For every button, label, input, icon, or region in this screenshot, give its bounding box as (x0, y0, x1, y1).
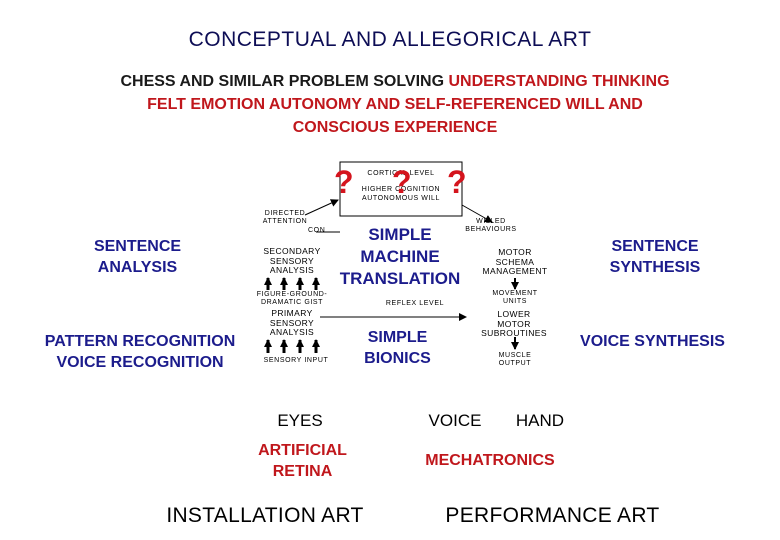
simple-bionics: SIMPLE BIONICS (340, 327, 455, 369)
voice-synthesis: VOICE SYNTHESIS (580, 333, 725, 350)
figure-ground-label: FIGURE-GROUND- DRAMATIC GIST (252, 291, 332, 307)
mechatronics-label: MECHATRONICS (425, 452, 555, 469)
directed-attention-arrow (304, 199, 339, 216)
simple-bionics-line-2: BIONICS (364, 350, 431, 367)
willed-behaviours-line-1: WILLED (476, 218, 506, 225)
secondary-sensory-analysis: SECONDARY SENSORY ANALYSIS (252, 246, 332, 276)
sentence-analysis-line-1: SENTENCE (93, 238, 182, 255)
willed-behaviours-arrow (461, 204, 493, 223)
sentence-synthesis-line-1: SENTENCE (611, 238, 699, 255)
cortical-level-box (339, 161, 463, 217)
directed-attention-line-2: ATTENTION (262, 218, 308, 225)
movement-units-line-1: MOVEMENT (492, 290, 538, 297)
figure-ground-line-1: FIGURE-GROUND- (256, 291, 328, 298)
simple-bionics-line-1: SIMPLE (367, 329, 428, 346)
autonomous-will-label: AUTONOMOUS WILL (361, 195, 441, 202)
artificial-retina-line-2: RETINA (272, 463, 333, 480)
lower-motor-subroutines: LOWER MOTOR SUBROUTINES (474, 309, 554, 339)
muscle-output-label: MUSCLE OUTPUT (480, 352, 550, 368)
voice-recognition-label: VOICE RECOGNITION (56, 354, 224, 371)
subtitle-line-1-red: UNDERSTANDING THINKING (448, 73, 670, 90)
primary-sensory-line-2: SENSORY (269, 317, 315, 328)
cortical-level-label: CORTICAL LEVEL (367, 170, 435, 177)
movement-units-label: MOVEMENT UNITS (480, 290, 550, 306)
question-mark-3: ? (447, 164, 467, 200)
primary-sensory-analysis: PRIMARY SENSORY ANALYSIS (252, 308, 332, 338)
sentence-synthesis: SENTENCE SYNTHESIS (575, 236, 735, 278)
subtitle-line-1-dark: CHESS AND SIMILAR PROBLEM SOLVING (120, 73, 449, 90)
eyes-label: EYES (277, 411, 323, 430)
willed-behaviours-line-2: BEHAVIOURS (465, 226, 517, 233)
smt-line-2: MACHINE (360, 247, 440, 266)
con-fragment-label: CON (308, 227, 326, 234)
primary-sensory-line-1: PRIMARY (271, 308, 313, 318)
subtitle: CHESS AND SIMILAR PROBLEM SOLVING UNDERS… (60, 70, 730, 139)
secondary-sensory-line-3: ANALYSIS (269, 265, 315, 275)
muscle-output-line-1: MUSCLE (498, 352, 532, 359)
movement-units-line-2: UNITS (503, 298, 527, 305)
secondary-sensory-line-1: SECONDARY (263, 246, 321, 256)
lower-motor-line-2: MOTOR (497, 318, 531, 329)
artificial-retina-line-1: ARTIFICIAL (258, 442, 347, 459)
pattern-recognition-label: PATTERN RECOGNITION (44, 333, 236, 350)
motor-schema-line-1: MOTOR (498, 247, 532, 257)
lower-motor-line-3: SUBROUTINES (481, 328, 547, 338)
pattern-voice-recognition: PATTERN RECOGNITION VOICE RECOGNITION (25, 331, 255, 373)
sensory-input-label: SENSORY INPUT (263, 357, 329, 364)
secondary-sensory-line-2: SENSORY (269, 255, 315, 266)
page-title: CONCEPTUAL AND ALLEGORICAL ART (188, 28, 592, 51)
muscle-output-line-2: OUTPUT (498, 360, 532, 367)
subtitle-line-3: CONSCIOUS EXPERIENCE (292, 119, 498, 136)
lower-motor-line-1: LOWER (497, 309, 531, 319)
primary-sensory-line-3: ANALYSIS (269, 327, 315, 337)
sentence-analysis-line-2: ANALYSIS (97, 259, 178, 276)
sentence-synthesis-line-2: SYNTHESIS (609, 259, 701, 276)
subtitle-line-2: FELT EMOTION AUTONOMY AND SELF-REFERENCE… (147, 96, 643, 113)
directed-attention-line-1: DIRECTED (264, 210, 306, 217)
sentence-analysis: SENTENCE ANALYSIS (60, 236, 215, 278)
hand-label: HAND (515, 411, 565, 430)
voice-label: VOICE (428, 411, 482, 430)
artificial-retina: ARTIFICIAL RETINA (240, 440, 365, 482)
question-mark-2: ? (392, 164, 412, 200)
figure-ground-line-2: DRAMATIC GIST (260, 299, 324, 306)
reflex-level-label: REFLEX LEVEL (385, 300, 445, 307)
smt-line-1: SIMPLE (368, 225, 432, 244)
higher-cognition-label: HIGHER COGNITION (361, 186, 441, 193)
subtitle-line-1: CHESS AND SIMILAR PROBLEM SOLVING UNDERS… (60, 70, 730, 93)
motor-schema-line-2: SCHEMA (495, 256, 535, 267)
installation-art-label: INSTALLATION ART (166, 504, 364, 527)
performance-art-label: PERFORMANCE ART (445, 504, 660, 527)
simple-machine-translation: SIMPLE MACHINE TRANSLATION (325, 224, 475, 290)
question-mark-1: ? (334, 164, 354, 200)
motor-schema-management: MOTOR SCHEMA MANAGEMENT (476, 247, 554, 277)
directed-attention-label: DIRECTED ATTENTION (250, 210, 320, 226)
willed-behaviours-label: WILLED BEHAVIOURS (456, 218, 526, 234)
smt-line-3: TRANSLATION (339, 269, 461, 288)
motor-schema-line-3: MANAGEMENT (482, 266, 548, 276)
